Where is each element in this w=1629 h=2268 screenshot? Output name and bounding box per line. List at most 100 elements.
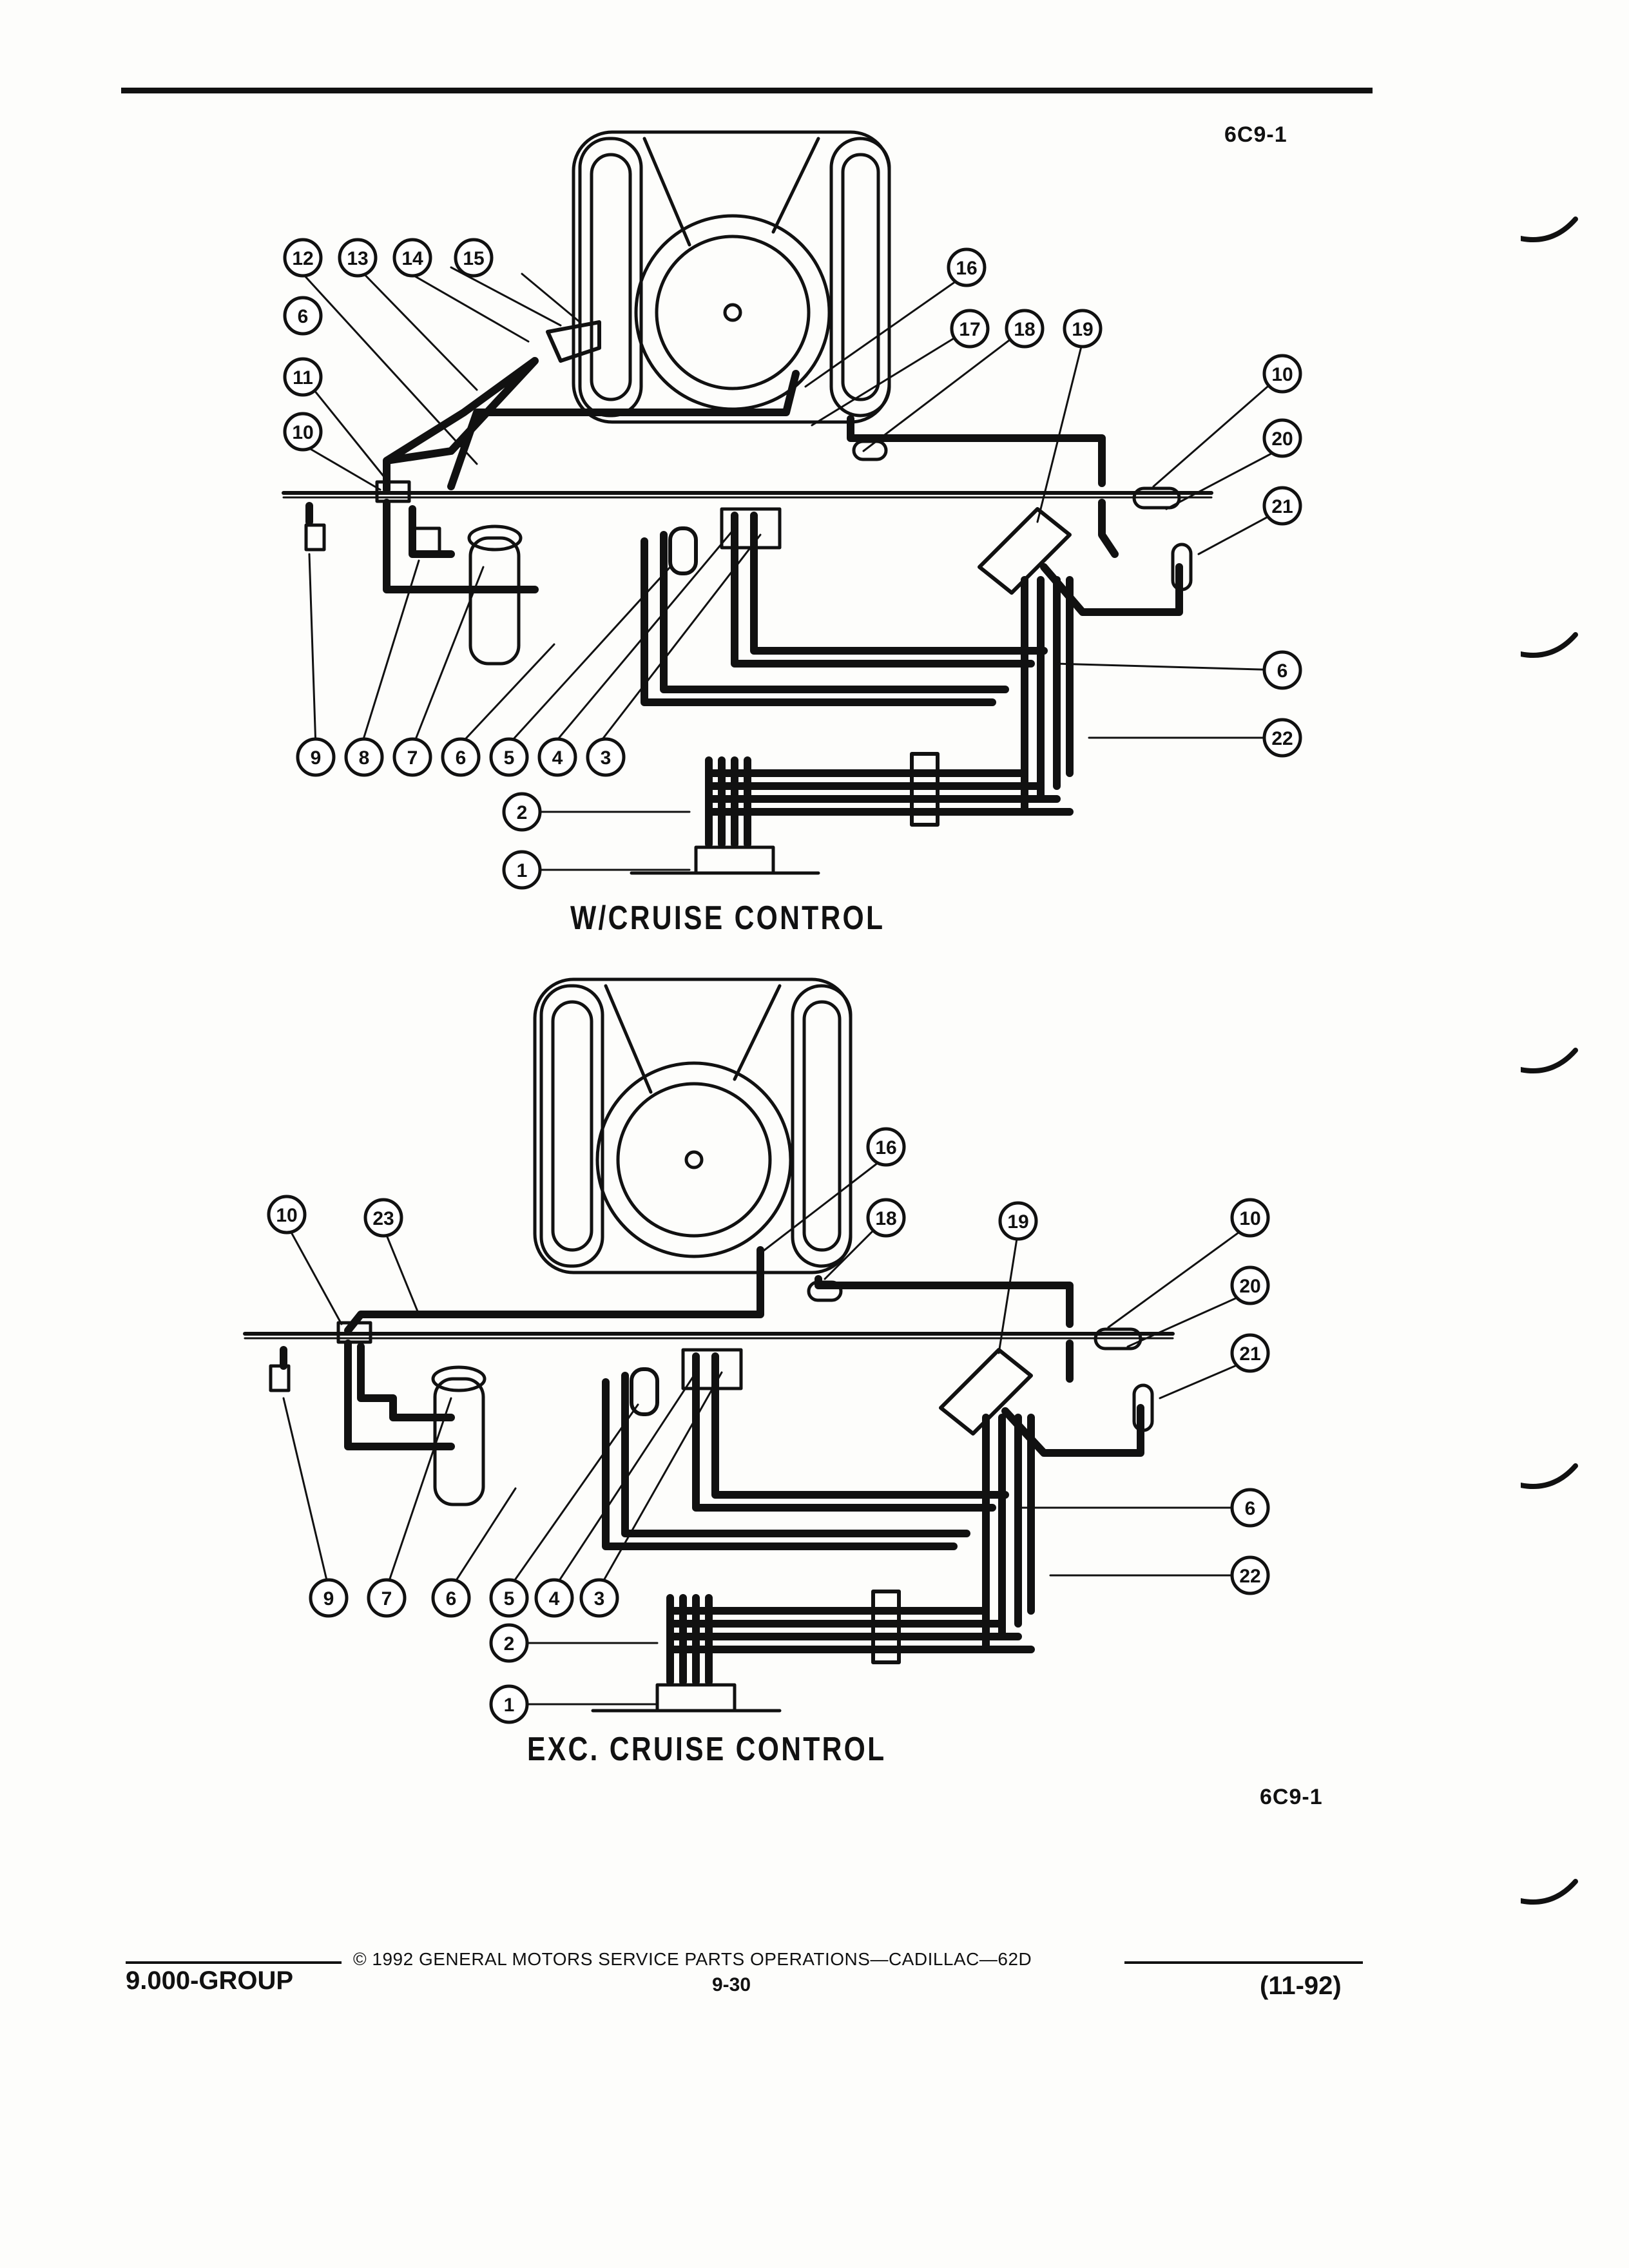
- svg-text:9: 9: [311, 747, 322, 769]
- svg-text:22: 22: [1239, 1566, 1260, 1587]
- callout-21-b: [1230, 1333, 1270, 1373]
- callout-6c-b: [431, 1578, 471, 1618]
- callout-10b: [1262, 354, 1302, 394]
- callout-19: [1063, 309, 1103, 349]
- callout-8: [344, 737, 384, 777]
- svg-text:20: 20: [1239, 1276, 1260, 1297]
- callout-4: [537, 737, 577, 777]
- callout-11: [283, 357, 323, 397]
- callout-1: [502, 850, 542, 890]
- svg-text:14: 14: [401, 248, 423, 269]
- svg-text:17: 17: [959, 319, 980, 340]
- footer-group: 9.000-GROUP: [126, 1966, 294, 1995]
- callouts-bottom: [267, 1127, 1270, 1724]
- callout-6b: [1262, 650, 1302, 690]
- callout-9-b: [309, 1578, 349, 1618]
- svg-text:6: 6: [446, 1588, 457, 1610]
- callout-3: [586, 737, 626, 777]
- svg-text:10: 10: [276, 1205, 297, 1226]
- callout-21: [1262, 486, 1302, 526]
- svg-text:22: 22: [1271, 728, 1293, 749]
- svg-text:15: 15: [463, 248, 484, 269]
- callout-16: [947, 247, 987, 287]
- svg-text:9: 9: [323, 1588, 334, 1610]
- callouts-top: [283, 238, 1302, 890]
- callout-22: [1262, 718, 1302, 758]
- harness-lines: [305, 357, 1183, 848]
- callout-2: [502, 792, 542, 832]
- binding-marks: [1521, 216, 1578, 1905]
- callout-16-b: [866, 1127, 906, 1167]
- svg-text:7: 7: [381, 1588, 392, 1610]
- footer-page-number: 9-30: [712, 1974, 751, 1995]
- svg-text:5: 5: [504, 747, 515, 769]
- callout-5: [489, 737, 529, 777]
- callout-20: [1262, 418, 1302, 458]
- callout-23: [363, 1198, 403, 1238]
- footer-rule-left: [126, 1961, 342, 1964]
- svg-text:19: 19: [1072, 319, 1093, 340]
- svg-text:21: 21: [1271, 496, 1293, 517]
- callout-3-b: [579, 1578, 619, 1618]
- callout-14: [392, 238, 432, 278]
- engine-air-cleaner-2: [533, 977, 853, 1274]
- svg-text:19: 19: [1007, 1211, 1028, 1233]
- callout-15: [454, 238, 494, 278]
- callout-18: [1005, 309, 1045, 349]
- svg-text:3: 3: [594, 1588, 605, 1610]
- engine-air-cleaner: [572, 130, 891, 424]
- svg-text:1: 1: [517, 860, 528, 881]
- svg-text:23: 23: [372, 1208, 394, 1229]
- svg-text:3: 3: [601, 747, 612, 769]
- callout-6c: [441, 737, 481, 777]
- callout-5-b: [489, 1578, 529, 1618]
- callout-6b-b: [1230, 1488, 1270, 1528]
- svg-text:6: 6: [456, 747, 467, 769]
- callout-7-b: [367, 1578, 407, 1618]
- caption-exc-cruise-control: EXC. CRUISE CONTROL: [527, 1731, 887, 1768]
- callout-10a: [283, 412, 323, 452]
- callout-12: [283, 238, 323, 278]
- callout-2-b: [489, 1623, 529, 1663]
- figure-code-bottom: 6C9-1: [1260, 1785, 1323, 1809]
- diagram-exc-cruise-control: 10 23 16 18 19 10 20 21 6 22 9 7 6 5 4 3…: [243, 977, 1270, 1724]
- svg-text:18: 18: [875, 1208, 896, 1229]
- svg-text:10: 10: [1271, 364, 1293, 385]
- svg-text:16: 16: [956, 258, 977, 279]
- svg-text:16: 16: [875, 1137, 896, 1158]
- svg-text:8: 8: [359, 747, 370, 769]
- svg-text:5: 5: [504, 1588, 515, 1610]
- footer-rule-right: [1124, 1961, 1363, 1964]
- diagram-cruise-control: 12 13 14 15 6 11 10 16 17 18 19 10 20 21…: [282, 130, 1302, 890]
- callout-9: [296, 737, 336, 777]
- footer-date: (11-92): [1260, 1972, 1342, 2000]
- svg-text:21: 21: [1239, 1343, 1260, 1365]
- callout-13: [338, 238, 378, 278]
- svg-text:11: 11: [293, 367, 313, 389]
- callout-20-b: [1230, 1265, 1270, 1305]
- svg-text:4: 4: [549, 1588, 560, 1610]
- svg-text:6: 6: [1277, 660, 1288, 682]
- svg-text:18: 18: [1014, 319, 1035, 340]
- callout-4-b: [534, 1578, 574, 1618]
- svg-text:4: 4: [552, 747, 563, 769]
- svg-text:2: 2: [504, 1633, 515, 1655]
- top-rule: [121, 88, 1373, 93]
- svg-text:2: 2: [517, 802, 528, 823]
- svg-text:6: 6: [1245, 1498, 1256, 1519]
- svg-text:6: 6: [298, 306, 309, 327]
- svg-text:20: 20: [1271, 428, 1293, 450]
- callout-19-b: [998, 1201, 1038, 1241]
- callout-10b-b: [1230, 1198, 1270, 1238]
- callout-7: [392, 737, 432, 777]
- callout-17: [950, 309, 990, 349]
- figure-code-top: 6C9-1: [1224, 122, 1287, 147]
- callout-10a-b: [267, 1195, 307, 1235]
- svg-text:1: 1: [504, 1695, 515, 1716]
- footer-copyright: © 1992 GENERAL MOTORS SERVICE PARTS OPER…: [353, 1949, 1032, 1969]
- svg-text:13: 13: [347, 248, 368, 269]
- svg-text:10: 10: [292, 422, 313, 443]
- callout-1-b: [489, 1684, 529, 1724]
- callout-6a: [283, 296, 323, 336]
